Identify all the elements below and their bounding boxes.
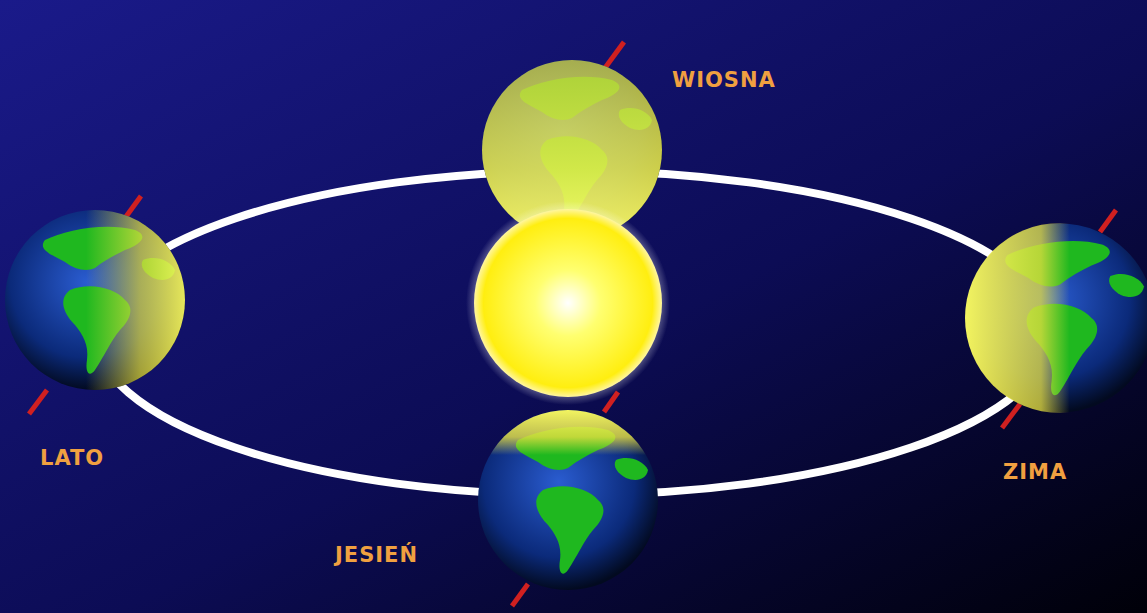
season-label: JESIEŃ xyxy=(335,543,418,568)
season-label: LATO xyxy=(40,446,104,471)
season-label: WIOSNA xyxy=(672,68,776,93)
season-label: ZIMA xyxy=(1003,460,1067,485)
